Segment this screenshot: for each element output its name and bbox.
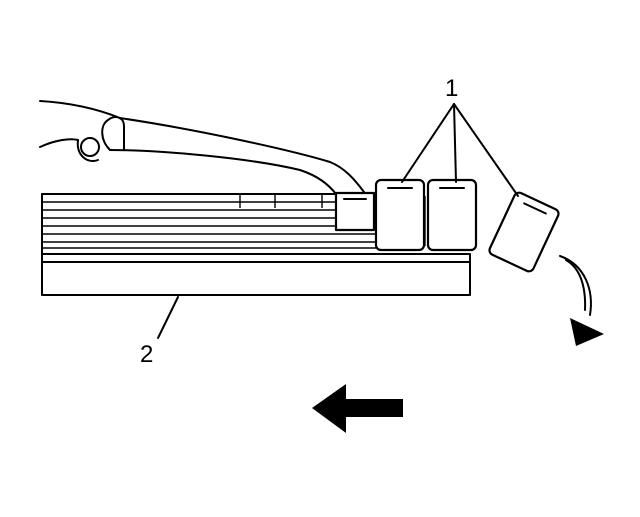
callout-1-label: 1 [445,75,458,102]
wiper-blade [41,193,471,296]
curved-arrow-icon [559,255,604,346]
callout-2-label: 2 [140,341,153,368]
pivot-hole [80,137,100,157]
callout-2-leader [157,296,179,339]
callout-1-leaders [401,103,519,197]
clip-2 [424,178,478,252]
clip-1 [374,178,426,252]
left-arrow-icon [312,384,403,433]
clip-3 [488,191,560,273]
arm-adapter [334,191,376,232]
wiper-arm [39,100,365,195]
